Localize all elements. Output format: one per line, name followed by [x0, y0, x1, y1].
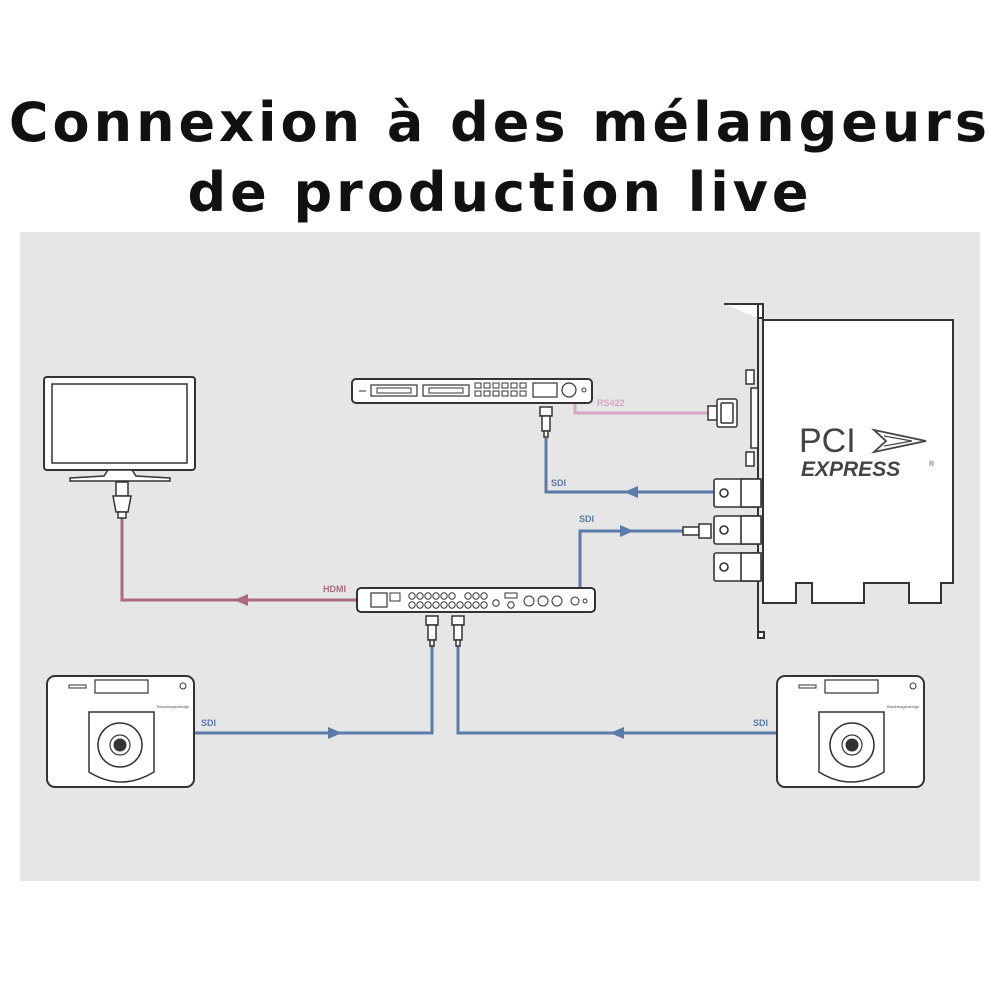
tv-monitor — [43, 376, 196, 482]
camera-left: Blackmagicdesign — [46, 675, 195, 788]
pcie-logo-mark: ® — [929, 460, 935, 468]
pcie-card — [724, 303, 954, 639]
cable-sdi-mid — [578, 525, 683, 588]
rack-deck-device — [351, 378, 593, 404]
cable-sdi-top — [544, 438, 714, 498]
bnc-connector-converter-left — [425, 615, 439, 647]
cable-rs422 — [573, 400, 708, 415]
label-sdi-right: SDI — [753, 718, 768, 728]
camera-right-brand: Blackmagicdesign — [887, 704, 919, 709]
label-hdmi: HDMI — [323, 584, 346, 594]
bnc-connector-converter-right — [451, 615, 465, 647]
rack-converter-device — [356, 587, 596, 613]
pcie-logo-line2: EXPRESS — [801, 458, 900, 481]
bnc-plug-pcie-mid — [682, 523, 712, 539]
title-line-2: de production live — [187, 161, 813, 224]
pcie-logo-line1: PCI — [799, 422, 856, 460]
label-sdi-top: SDI — [551, 478, 566, 488]
pcie-logo: PCI EXPRESS ® — [799, 422, 935, 481]
camera-left-brand: Blackmagicdesign — [157, 704, 189, 709]
label-rs422: RS422 — [597, 398, 625, 408]
camera-right: Blackmagicdesign — [776, 675, 925, 788]
cable-sdi-left — [195, 646, 434, 739]
label-sdi-mid: SDI — [579, 514, 594, 524]
bnc-connector-deck — [539, 406, 553, 438]
cable-sdi-right — [456, 646, 777, 739]
cable-hdmi — [120, 516, 357, 606]
hdmi-connector-tv — [112, 481, 132, 519]
title-line-1: Connexion à des mélangeurs — [8, 91, 992, 154]
page-title: Connexion à des mélangeurs de production… — [0, 88, 1000, 228]
label-sdi-left: SDI — [201, 718, 216, 728]
bnc-ports-pcie — [713, 478, 762, 582]
rs422-connector-pcie — [707, 398, 738, 428]
